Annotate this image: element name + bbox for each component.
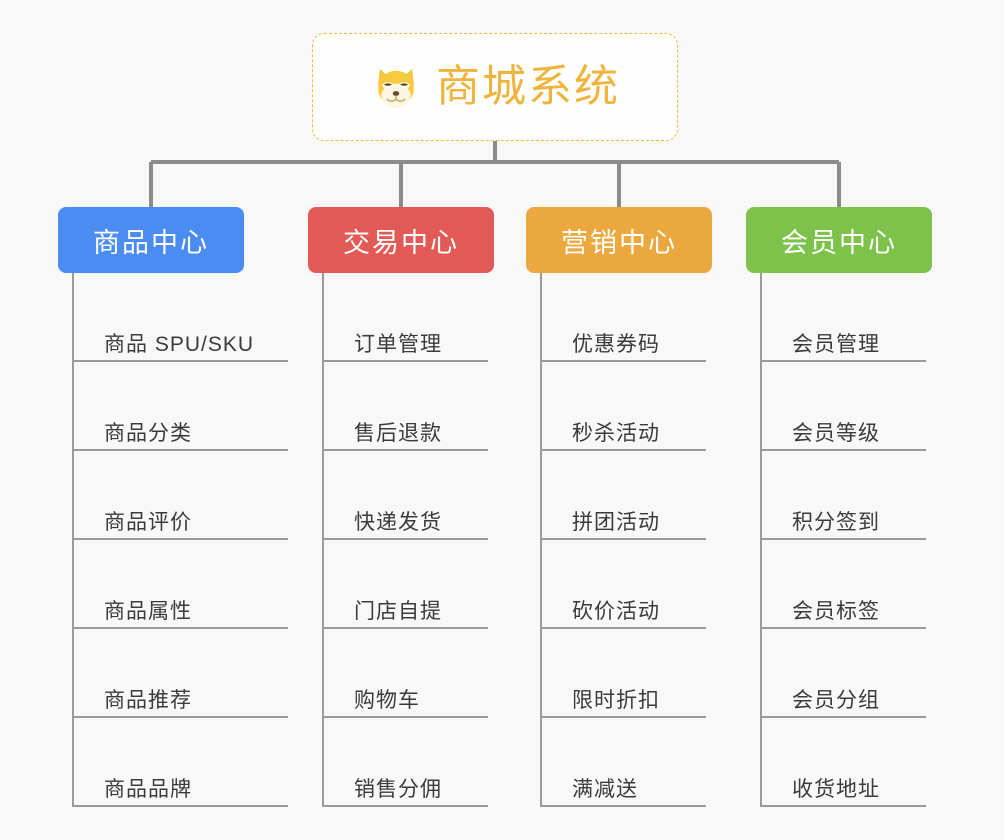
category-item[interactable]: 快递发货	[308, 451, 494, 540]
category-item-label: 商品属性	[104, 599, 192, 623]
category-column: 交易中心订单管理售后退款快递发货门店自提购物车销售分佣	[308, 207, 494, 807]
category-item-rule	[322, 716, 488, 718]
category-item-rule	[760, 805, 926, 807]
category-item-label: 会员分组	[792, 688, 880, 712]
category-item[interactable]: 商品品牌	[58, 718, 288, 807]
category-item[interactable]: 商品分类	[58, 362, 288, 451]
category-item[interactable]: 限时折扣	[526, 629, 712, 718]
category-header-label: 营销中心	[561, 227, 677, 258]
category-item-rule	[322, 360, 488, 362]
category-item-label: 会员标签	[792, 599, 880, 623]
category-item[interactable]: 订单管理	[308, 273, 494, 362]
category-item-label: 收货地址	[792, 777, 880, 801]
category-item-label: 会员管理	[792, 332, 880, 356]
category-item[interactable]: 满减送	[526, 718, 712, 807]
category-column: 商品中心商品 SPU/SKU 商品分类商品评价商品属性商品推荐商品品牌	[58, 207, 288, 807]
category-item-rule	[760, 716, 926, 718]
category-item-label: 售后退款	[354, 421, 442, 445]
category-item[interactable]: 优惠券码	[526, 273, 712, 362]
root-title: 商城系统	[436, 62, 620, 111]
category-item-label: 购物车	[354, 688, 420, 712]
category-item-label: 商品 SPU/SKU	[104, 332, 255, 356]
category-item-rule	[72, 538, 288, 540]
category-item-label: 优惠券码	[572, 332, 660, 356]
category-item-label: 快递发货	[354, 510, 442, 534]
category-item[interactable]: 会员管理	[746, 273, 932, 362]
category-item-rule	[540, 627, 706, 629]
category-header-label: 商品中心	[93, 227, 209, 258]
category-item-rule	[760, 449, 926, 451]
category-item-label: 商品推荐	[104, 688, 192, 712]
category-item-rule	[540, 538, 706, 540]
category-header-1[interactable]: 商品中心	[58, 207, 244, 273]
category-header-3[interactable]: 营销中心	[526, 207, 712, 273]
category-item-list: 优惠券码秒杀活动拼团活动砍价活动限时折扣满减送	[526, 273, 712, 807]
category-item[interactable]: 收货地址	[746, 718, 932, 807]
category-item[interactable]: 会员分组	[746, 629, 932, 718]
category-item[interactable]: 销售分佣	[308, 718, 494, 807]
category-item[interactable]: 砍价活动	[526, 540, 712, 629]
category-item[interactable]: 秒杀活动	[526, 362, 712, 451]
category-item-rule	[760, 627, 926, 629]
category-item[interactable]: 拼团活动	[526, 451, 712, 540]
category-item-rule	[72, 716, 288, 718]
category-item-rule	[540, 805, 706, 807]
category-item[interactable]: 门店自提	[308, 540, 494, 629]
category-item-rule	[72, 360, 288, 362]
category-item-rule	[540, 360, 706, 362]
category-item-rule	[322, 449, 488, 451]
category-item-label: 满减送	[572, 777, 638, 801]
category-item-rule	[540, 716, 706, 718]
category-item[interactable]: 售后退款	[308, 362, 494, 451]
category-item-label: 会员等级	[792, 421, 880, 445]
category-column: 营销中心优惠券码秒杀活动拼团活动砍价活动限时折扣满减送	[526, 207, 712, 807]
category-item-label: 商品评价	[104, 510, 192, 534]
category-item-rule	[72, 805, 288, 807]
category-item[interactable]: 积分签到	[746, 451, 932, 540]
category-header-label: 会员中心	[781, 227, 897, 258]
category-item-rule	[540, 449, 706, 451]
category-item[interactable]: 商品评价	[58, 451, 288, 540]
category-item-rule	[72, 627, 288, 629]
category-item-label: 商品品牌	[104, 777, 192, 801]
category-item[interactable]: 商品 SPU/SKU	[58, 273, 288, 362]
category-item-label: 门店自提	[354, 599, 442, 623]
category-item[interactable]: 会员等级	[746, 362, 932, 451]
category-header-2[interactable]: 交易中心	[308, 207, 494, 273]
category-item-list: 商品 SPU/SKU 商品分类商品评价商品属性商品推荐商品品牌	[58, 273, 288, 807]
tree-spine	[760, 273, 762, 807]
shiba-dog-face-icon	[378, 69, 414, 109]
category-item-list: 订单管理售后退款快递发货门店自提购物车销售分佣	[308, 273, 494, 807]
category-item-rule	[760, 538, 926, 540]
tree-spine	[72, 273, 74, 807]
category-item-label: 拼团活动	[572, 510, 660, 534]
category-item-label: 销售分佣	[354, 777, 442, 801]
root-node[interactable]: 商城系统	[312, 33, 678, 141]
category-item-label: 积分签到	[792, 510, 880, 534]
category-item-label: 砍价活动	[572, 599, 660, 623]
category-item-rule	[322, 538, 488, 540]
category-item-rule	[322, 805, 488, 807]
category-item-list: 会员管理会员等级积分签到会员标签会员分组收货地址	[746, 273, 932, 807]
category-item[interactable]: 会员标签	[746, 540, 932, 629]
category-header-4[interactable]: 会员中心	[746, 207, 932, 273]
category-item[interactable]: 商品推荐	[58, 629, 288, 718]
category-item-rule	[760, 360, 926, 362]
category-item[interactable]: 购物车	[308, 629, 494, 718]
category-item-rule	[72, 449, 288, 451]
category-header-label: 交易中心	[343, 227, 459, 258]
category-item-label: 限时折扣	[572, 688, 660, 712]
category-item[interactable]: 商品属性	[58, 540, 288, 629]
tree-spine	[322, 273, 324, 807]
category-item-label: 商品分类	[104, 421, 192, 445]
tree-spine	[540, 273, 542, 807]
category-item-rule	[322, 627, 488, 629]
category-column: 会员中心会员管理会员等级积分签到会员标签会员分组收货地址	[746, 207, 932, 807]
category-item-label: 秒杀活动	[572, 421, 660, 445]
category-item-label: 订单管理	[354, 332, 442, 356]
